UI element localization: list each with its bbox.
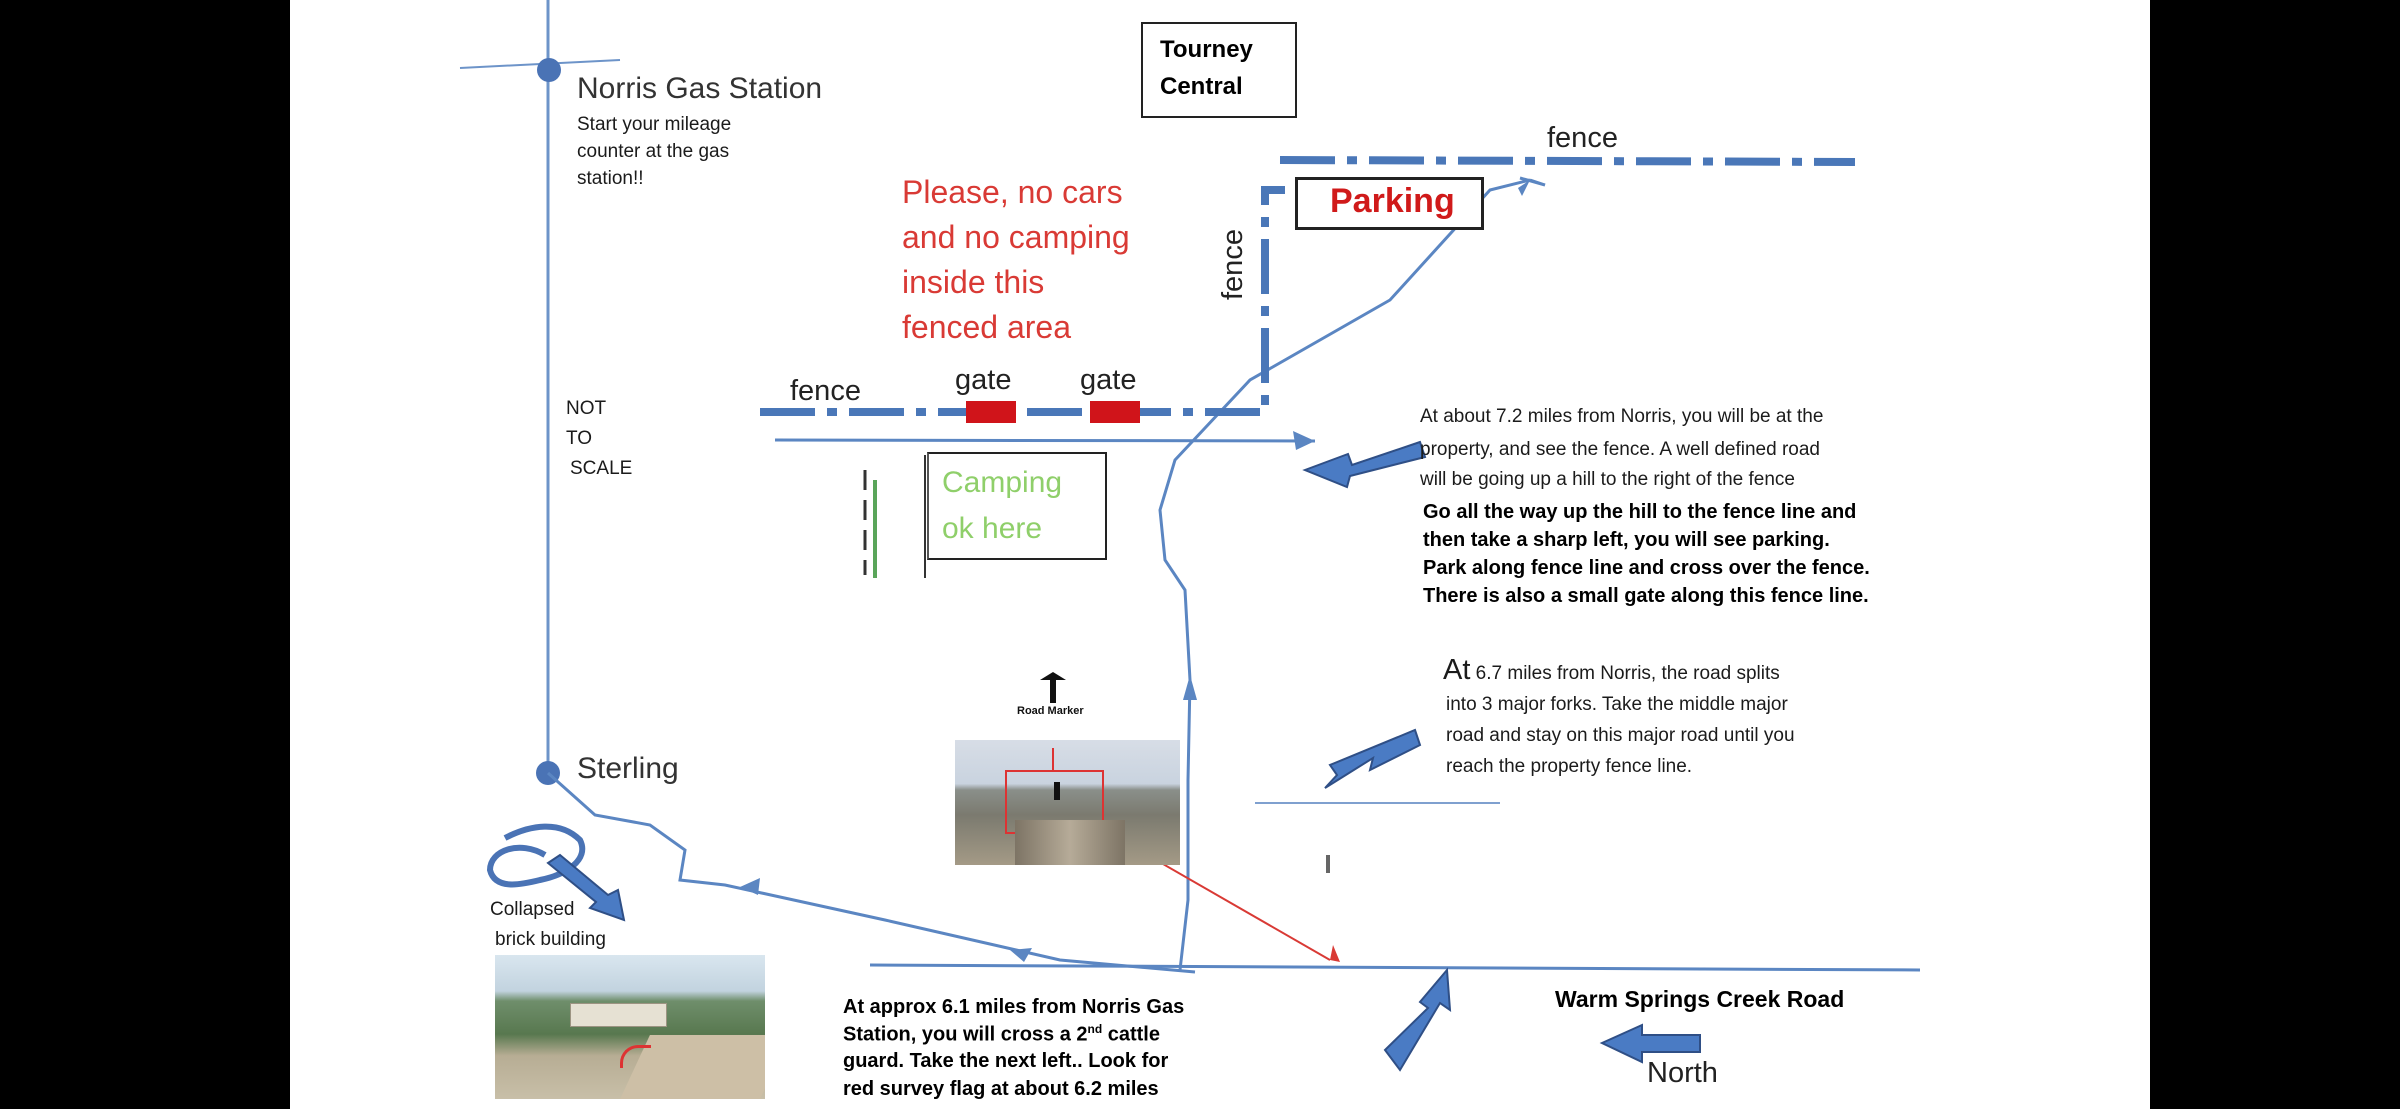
big-arrow-67 [1324, 728, 1422, 789]
note-67-line-3: road and stay on this major road until y… [1446, 725, 1795, 746]
note-67-line-4: reach the property fence line. [1446, 756, 1693, 777]
arrow-head-2 [1010, 948, 1032, 962]
note-67-at: At [1443, 654, 1471, 686]
note-67-line-2: into 3 major forks. Take the middle majo… [1446, 694, 1788, 715]
note-61-line-2a: Station, you will cross a 2 [843, 1023, 1088, 1046]
norris-dot [537, 58, 561, 82]
warm-springs-label: Warm Springs Creek Road [1555, 986, 1845, 1012]
no-cars-line-2: and no camping [902, 219, 1130, 255]
scale-line-1: NOT [566, 398, 607, 419]
property-road [774, 438, 1316, 443]
scale-line-2: TO [566, 428, 593, 449]
sterling-label: Sterling [577, 752, 679, 785]
title-box [1141, 22, 1297, 118]
north-arrow-head-2 [1518, 180, 1530, 196]
note-72-line-3: will be going up a hill to the right of … [1420, 469, 1795, 490]
collapsed-line-2: brick building [495, 929, 606, 950]
note-61-line-2b: cattle [1102, 1023, 1160, 1046]
note-72-bold-2: then take a sharp left, you will see par… [1423, 529, 1830, 551]
small-road-marker [1326, 855, 1330, 873]
note-72-line-1: At about 7.2 miles from Norris, you will… [1420, 406, 1824, 427]
road-marker-label: Road Marker [1017, 705, 1084, 717]
note-61-line-4: red survey flag at about 6.2 miles [843, 1078, 1159, 1100]
north-arrow-head-1 [1183, 675, 1197, 700]
note-61-line-3: guard. Take the next left.. Look for [843, 1050, 1169, 1072]
gate-1-marker [966, 401, 1016, 423]
parking-label: Parking [1330, 182, 1455, 220]
camping-line-1-text: Camping [942, 466, 1063, 499]
sterling-road [547, 771, 1196, 974]
fence-label-left: fence [790, 375, 861, 407]
survey-flag [1330, 945, 1340, 962]
north-road [1158, 178, 1531, 971]
road-layer [459, 0, 1921, 1072]
big-arrow-72 [1302, 440, 1427, 489]
note-67-line-1: At 6.7 miles from Norris, the road split… [1443, 652, 1780, 688]
map-canvas: Tourney Central Norris Gas Station Start… [290, 0, 2150, 1109]
road-marker-photo [955, 740, 1180, 865]
note-72-line-2: property, and see the fence. A well defi… [1420, 439, 1820, 460]
no-cars-line-1: Please, no cars [902, 174, 1123, 210]
gate-2-marker [1090, 401, 1140, 423]
note-67-line-1-text: 6.7 miles from Norris, the road splits [1470, 663, 1780, 684]
gate-label-1: gate [955, 364, 1012, 396]
note-61-sup: nd [1087, 1022, 1103, 1036]
arrow-head-1 [740, 878, 760, 895]
property-road-arrow [1293, 431, 1315, 450]
collapsed-building-photo [495, 955, 765, 1099]
title-line-1: Tourney [1160, 36, 1253, 63]
big-arrow-collapsed [546, 853, 626, 922]
note-61-line-1: At approx 6.1 miles from Norris Gas [843, 996, 1185, 1018]
fence-label-top: fence [1547, 122, 1618, 154]
north-arrow [1599, 1023, 1701, 1064]
north-label: North [1647, 1057, 1718, 1089]
note-72-bold-4: There is also a small gate along this fe… [1423, 585, 1869, 607]
camping-box [927, 452, 1107, 560]
note-61-line-2: Station, you will cross a 2nd cattle [843, 1022, 1160, 1048]
big-arrow-61 [1383, 967, 1452, 1072]
norris-note-2: counter at the gas [577, 141, 730, 162]
parking-approach [1519, 176, 1546, 187]
norris-station-label: Norris Gas Station [577, 72, 823, 105]
note-72-bold-3: Park along fence line and cross over the… [1423, 557, 1870, 579]
scale-line-3: SCALE [570, 458, 633, 479]
note-72-bold-1: Go all the way up the hill to the fence … [1423, 501, 1857, 523]
no-cars-line-4: fenced area [902, 309, 1072, 345]
collapsed-line-1: Collapsed [490, 899, 575, 920]
fence-label-vertical: fence [1217, 229, 1249, 300]
no-cars-line-3: inside this [902, 264, 1045, 300]
camping-line-2-text: ok here [942, 512, 1043, 545]
fence-upper [1279, 156, 1856, 166]
collapsed-loop [486, 823, 586, 888]
title-line-2: Central [1160, 73, 1243, 100]
norris-note-3: station!! [577, 168, 644, 189]
warm-springs-road [869, 963, 1921, 972]
norris-note-1: Start your mileage [577, 114, 732, 135]
road-marker-icon [1040, 672, 1066, 703]
gate-label-2: gate [1080, 364, 1137, 396]
parking-box [1295, 177, 1484, 230]
